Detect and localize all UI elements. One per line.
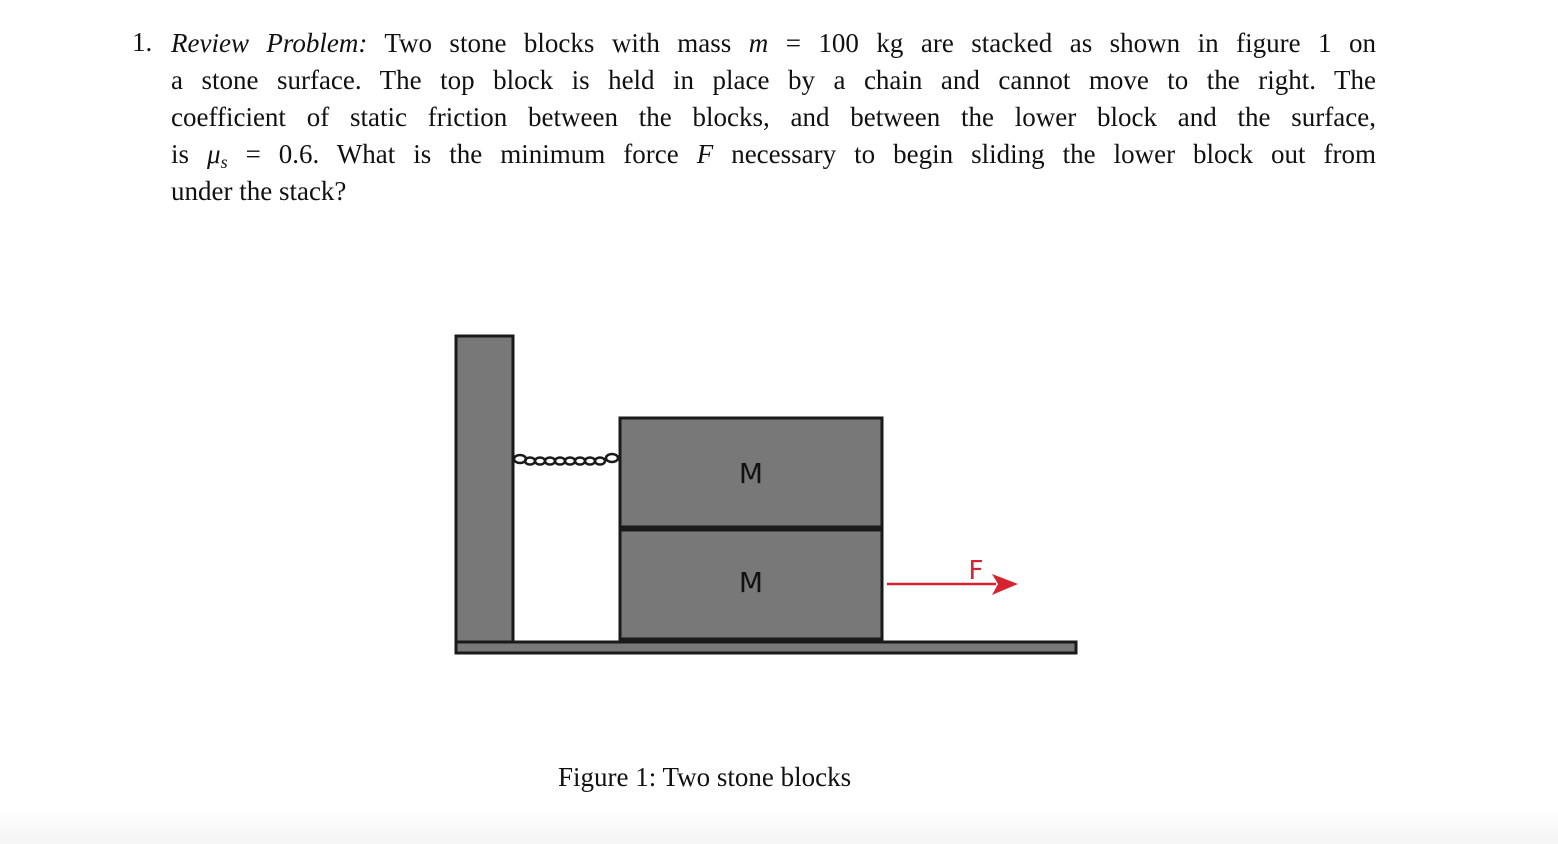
problem-line: coefficient of static friction between t…	[171, 102, 1376, 132]
mu-subscript: s	[220, 152, 228, 172]
problem-number: 1.	[132, 27, 153, 57]
ground-surface	[454, 640, 1078, 655]
text: necessary to begin sliding the lower blo…	[713, 139, 1377, 169]
text: is	[171, 139, 208, 169]
problem-line: under the stack?	[171, 176, 347, 206]
force-symbol: F	[696, 139, 714, 169]
problem-line: Review Problem: Two stone blocks with ma…	[171, 27, 1376, 64]
figure-caption: Figure 1: Two stone blocks	[558, 762, 852, 792]
force-label: F	[969, 556, 984, 586]
wall	[454, 334, 515, 646]
top-block-label: M	[739, 457, 763, 490]
force-arrowhead	[992, 574, 1018, 595]
page-bottom-shade	[0, 810, 1558, 844]
mass-symbol: m	[748, 28, 769, 58]
chain	[512, 452, 620, 466]
bottom-block	[618, 528, 884, 641]
problem-line: a stone surface. The top block is held i…	[171, 65, 1376, 95]
text: Two stone blocks with mass	[367, 28, 749, 58]
problem-text: Review Problem: Two stone blocks with ma…	[171, 27, 1376, 212]
problem-lead: Review Problem:	[171, 28, 368, 58]
mu-symbol: μ	[207, 139, 221, 169]
text: = 0.6. What is the minimum force	[227, 139, 697, 169]
problem-line: is μs = 0.6. What is the minimum force F…	[171, 138, 1376, 175]
top-block	[618, 416, 884, 529]
text: = 100 kg are stacked as shown in figure …	[768, 28, 1376, 58]
bottom-block-label: M	[739, 566, 763, 599]
